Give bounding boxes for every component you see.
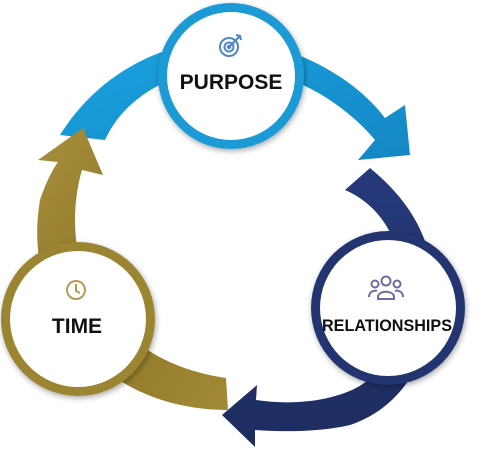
node-time-label: TIME [52,315,102,338]
node-relationships-label: RELATIONSHIPS [322,316,452,335]
clock-icon [66,280,86,300]
node-relationships [311,231,465,385]
target-icon [219,34,242,57]
arrow-purpose-to-relationships [60,40,410,160]
node-relationships-face [320,240,456,376]
node-time [1,242,155,396]
node-purpose-label: PURPOSE [180,71,283,94]
node-purpose [158,3,304,149]
node-purpose-face [167,12,295,140]
people-group-icon [368,275,404,300]
node-time-face [10,251,146,387]
